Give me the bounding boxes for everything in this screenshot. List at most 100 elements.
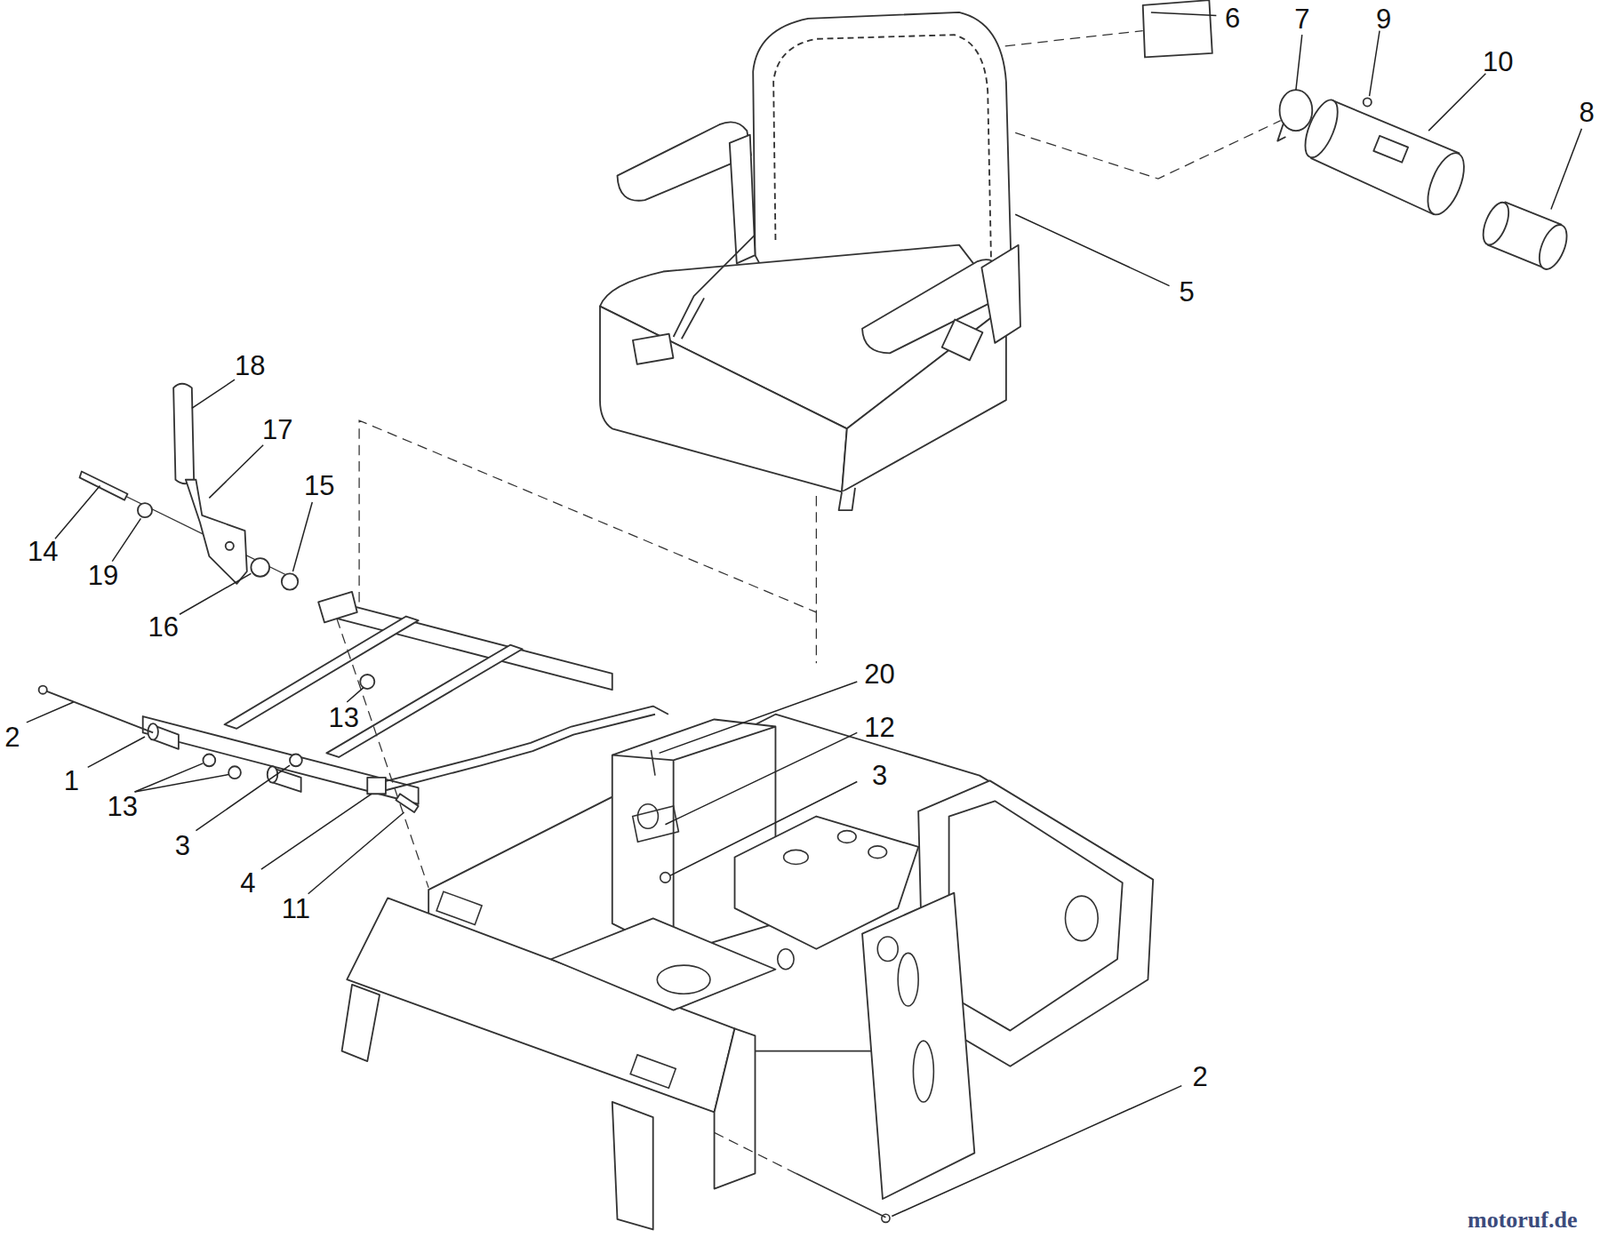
- frame-hole: [777, 949, 794, 970]
- frame-leg: [612, 1102, 654, 1230]
- callout-number: 2: [4, 722, 20, 751]
- leader-line: [135, 763, 204, 792]
- rod-bracket: [367, 777, 386, 794]
- tube-end: [1420, 148, 1472, 220]
- leader-line: [1015, 214, 1169, 286]
- frame-hole: [637, 804, 658, 830]
- cap-end: [1478, 199, 1514, 248]
- callout-number: 15: [304, 472, 335, 500]
- leader-line: [1151, 12, 1216, 16]
- callout-number: 3: [175, 831, 191, 859]
- leader-line: [261, 793, 372, 870]
- leader-line: [135, 774, 230, 792]
- bolt: [650, 750, 656, 776]
- callout-number: 16: [147, 612, 178, 640]
- assembly-line: [336, 618, 429, 888]
- frame-leg: [342, 984, 380, 1062]
- lever-hole: [225, 542, 234, 551]
- lock-nut: [281, 573, 298, 590]
- bolt: [80, 472, 128, 501]
- callout-number: 13: [107, 792, 138, 820]
- callout-number: 1: [64, 767, 80, 795]
- frame-front-face: [714, 1028, 756, 1189]
- watermark: motoruf.de: [1467, 1207, 1577, 1234]
- leader-line: [1551, 128, 1582, 210]
- assembly-line: [359, 420, 816, 613]
- assembly-line: [816, 612, 817, 664]
- nut: [228, 766, 241, 779]
- belt-buckle: [632, 334, 673, 365]
- frame-hole: [656, 965, 711, 994]
- seat-plate-cross: [224, 616, 419, 729]
- leader-line: [1428, 73, 1486, 131]
- armrest-post: [729, 135, 756, 264]
- assembly-line: [714, 1132, 797, 1174]
- frame-rear-inner: [949, 800, 1123, 1031]
- leader-line: [292, 502, 312, 572]
- callout-number: 17: [262, 416, 293, 444]
- callout-number: 13: [328, 704, 360, 732]
- callout-number: 19: [88, 561, 119, 590]
- leader-line: [208, 445, 264, 499]
- tube-label: [1373, 136, 1408, 163]
- frame-hole: [837, 831, 856, 844]
- bolt-head: [881, 1214, 890, 1223]
- cap-end: [1534, 221, 1573, 273]
- callout-number: 2: [1192, 1063, 1208, 1091]
- seat-belt: [673, 234, 756, 339]
- frame-lower-plate: [551, 918, 776, 1010]
- leader-line: [1369, 31, 1380, 96]
- frame-hole: [784, 849, 809, 864]
- seat-plate-tab: [318, 592, 358, 623]
- seat-plate-cross: [326, 645, 522, 758]
- clamp: [1280, 89, 1313, 131]
- leader-line: [112, 518, 141, 561]
- frame-hole: [877, 936, 898, 962]
- callout-number: 11: [281, 894, 311, 922]
- washer: [137, 503, 152, 518]
- lever-grip: [173, 384, 194, 485]
- leader-line: [192, 379, 235, 408]
- callout-number: 14: [27, 536, 58, 565]
- bolt-head: [39, 686, 48, 695]
- leader-line: [346, 688, 363, 703]
- frame-hole: [1064, 896, 1098, 942]
- bushing: [250, 558, 270, 577]
- armrest-post: [981, 245, 1021, 344]
- frame-post: [612, 719, 776, 954]
- callout-number: 20: [864, 659, 895, 688]
- leader-line: [26, 702, 74, 723]
- frame-slot: [912, 1040, 934, 1103]
- lever: [185, 480, 248, 584]
- callout-number: 9: [1376, 4, 1392, 32]
- leader-line: [664, 732, 857, 824]
- bolt: [395, 793, 418, 813]
- callout-number: 18: [234, 351, 265, 379]
- tube-end: [1298, 96, 1344, 162]
- leader-line: [891, 1086, 1182, 1217]
- leader-line: [670, 782, 857, 877]
- seat-cushion-front: [600, 306, 848, 493]
- bolt: [795, 1173, 886, 1217]
- leader-line: [1296, 34, 1303, 90]
- clamp-tab: [1277, 122, 1286, 142]
- screw: [1363, 97, 1372, 106]
- assembly-line: [1015, 120, 1280, 179]
- leader-line: [179, 573, 251, 615]
- callout-number: 4: [240, 868, 256, 896]
- callout-number: 6: [1224, 3, 1240, 32]
- bolt: [42, 689, 153, 733]
- frame-hole: [868, 846, 888, 859]
- frame-slot: [897, 952, 919, 1007]
- assembly-line: [1005, 31, 1144, 47]
- belt-buckle: [942, 320, 984, 361]
- leader-line: [659, 681, 858, 753]
- frame-side-plate: [862, 893, 975, 1200]
- nut: [360, 674, 375, 689]
- callout-number: 3: [872, 761, 888, 790]
- frame-center-plate: [735, 816, 920, 950]
- callout-number: 12: [864, 713, 895, 742]
- leader-line: [88, 736, 145, 768]
